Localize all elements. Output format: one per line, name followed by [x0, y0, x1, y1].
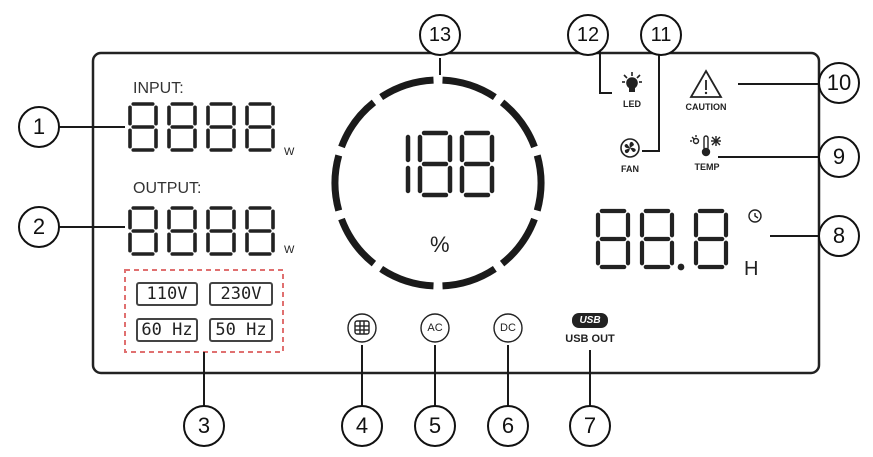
input-digits	[128, 102, 275, 152]
callout-6: 6	[487, 405, 529, 447]
temp-icon	[690, 135, 721, 157]
timer-digit-0	[595, 208, 631, 270]
fan-label: FAN	[621, 164, 639, 174]
tag-50hz: 50 Hz	[209, 318, 273, 342]
battery-ring-segment	[442, 76, 497, 101]
callout-lines	[57, 46, 820, 407]
tag-110v: 110V	[136, 282, 198, 306]
display-frame	[91, 51, 821, 375]
tag-60hz: 60 Hz	[136, 318, 198, 342]
input-unit: W	[284, 146, 295, 158]
clock-icon	[748, 209, 762, 223]
battery-ring-segment	[379, 265, 434, 290]
dc-label: DC	[500, 322, 516, 334]
callout-1: 1	[18, 106, 60, 148]
battery-digit-1	[417, 130, 453, 198]
callout-8: 8	[818, 215, 860, 257]
input-digit-0	[128, 102, 158, 152]
callout-4: 4	[341, 405, 383, 447]
battery-ring-segment	[499, 99, 538, 149]
battery-ring-segment	[379, 76, 434, 101]
usb-out-label: USB OUT	[565, 333, 615, 345]
usb-badge-label: USB	[579, 315, 601, 326]
output-digit-0	[128, 206, 158, 256]
dc-circle	[493, 313, 523, 343]
callout-10: 10	[818, 62, 860, 104]
usb-icon	[572, 313, 608, 328]
battery-unit: %	[430, 232, 450, 257]
caution-label: CAUTION	[685, 102, 727, 112]
input-digit-3	[245, 102, 275, 152]
input-label: INPUT:	[133, 80, 184, 97]
callout-7: 7	[569, 405, 611, 447]
timer-decimal-point	[677, 263, 685, 271]
ac-circle	[420, 313, 450, 343]
battery-ring-segment	[331, 154, 343, 212]
callout-3: 3	[183, 405, 225, 447]
led-bulb-icon	[622, 72, 642, 92]
timer-unit: H	[744, 258, 759, 280]
caution-icon	[689, 69, 723, 98]
battery-ring	[331, 76, 545, 290]
temp-label: TEMP	[694, 162, 720, 172]
battery-ring-segment	[338, 217, 377, 267]
battery-ring-segment	[499, 217, 538, 267]
battery-digit-2	[459, 130, 495, 198]
output-digit-2	[206, 206, 236, 256]
battery-ring-segment	[533, 154, 545, 212]
fan-icon	[620, 138, 640, 158]
timer-digit-2	[693, 208, 729, 270]
callout-12: 12	[567, 14, 609, 56]
output-digit-1	[167, 206, 197, 256]
tag-230v: 230V	[209, 282, 273, 306]
input-digit-2	[206, 102, 236, 152]
timer-digits	[595, 208, 729, 271]
timer-digit-1	[639, 208, 675, 270]
callout-13: 13	[419, 14, 461, 56]
output-digits	[128, 206, 275, 256]
output-digit-3	[245, 206, 275, 256]
input-digit-1	[167, 102, 197, 152]
battery-mode-icon	[347, 313, 377, 343]
battery-digits	[405, 130, 495, 198]
callout-2: 2	[18, 206, 60, 248]
callout-11: 11	[640, 14, 682, 56]
battery-ring-segment	[338, 99, 377, 149]
led-label: LED	[623, 99, 641, 109]
battery-ring-segment	[442, 265, 497, 290]
callout-line-11	[642, 47, 660, 152]
output-unit: W	[284, 244, 295, 256]
callout-9: 9	[818, 136, 860, 178]
ac-label: AC	[427, 322, 443, 334]
callout-5: 5	[414, 405, 456, 447]
output-label: OUTPUT:	[133, 180, 202, 197]
